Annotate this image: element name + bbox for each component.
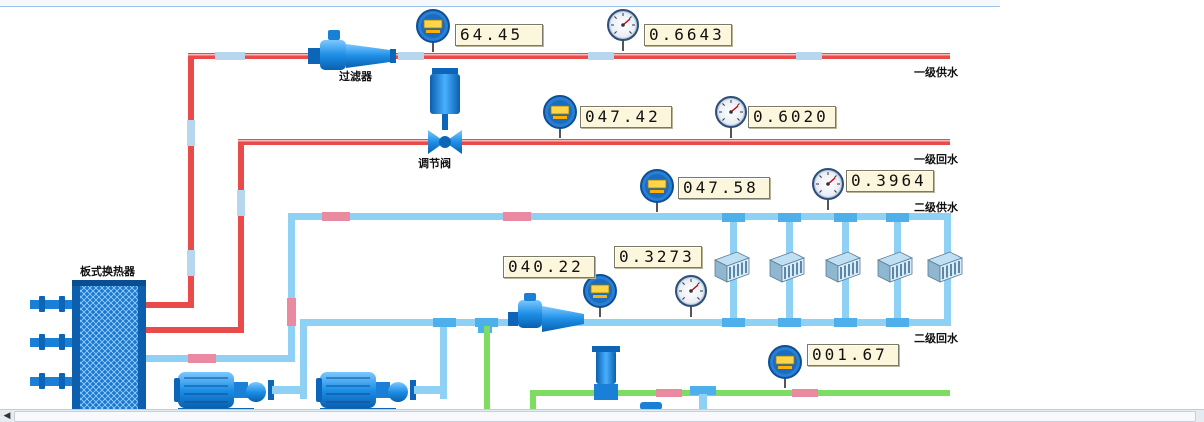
secondary-supply-pressure-readout: 0.3964 bbox=[846, 170, 934, 192]
dial-pressure-gauge-icon[interactable] bbox=[812, 168, 844, 211]
digital-temperature-gauge-icon[interactable] bbox=[416, 9, 450, 53]
dial-pressure-gauge-icon[interactable] bbox=[607, 9, 639, 52]
digital-temperature-gauge-icon[interactable] bbox=[583, 274, 617, 318]
filter-label: 过滤器 bbox=[339, 70, 372, 83]
makeup-flow-readout: 001.67 bbox=[807, 344, 899, 366]
valve-label: 调节阀 bbox=[418, 157, 451, 170]
secondary-return-pressure-readout: 0.3273 bbox=[614, 246, 702, 268]
circulation-pump-1[interactable] bbox=[173, 371, 300, 415]
filter-icon[interactable] bbox=[308, 30, 396, 70]
digital-temperature-gauge-icon[interactable] bbox=[543, 95, 577, 139]
dial-pressure-gauge-icon[interactable] bbox=[675, 275, 707, 318]
dial-pressure-gauge-icon[interactable] bbox=[715, 96, 747, 139]
radiator-unit-icon[interactable] bbox=[714, 251, 963, 283]
secondary-return-pipe bbox=[300, 319, 950, 399]
secondary-return-temp-readout: 040.22 bbox=[503, 256, 595, 278]
secondary-supply-label: 二级供水 bbox=[914, 201, 958, 214]
makeup-pipe bbox=[484, 326, 950, 412]
secondary-supply-temp-readout: 047.58 bbox=[678, 177, 770, 199]
primary-supply-label: 一级供水 bbox=[914, 66, 958, 79]
digital-temperature-gauge-icon[interactable] bbox=[640, 169, 674, 213]
primary-return-pipe bbox=[143, 139, 950, 333]
exchanger-label: 板式换热器 bbox=[80, 265, 135, 278]
plate-heat-exchanger[interactable] bbox=[30, 280, 146, 412]
scrollbar-thumb[interactable] bbox=[14, 411, 1196, 422]
digital-temperature-gauge-icon[interactable] bbox=[768, 345, 802, 389]
horizontal-scrollbar[interactable]: ◀ bbox=[0, 409, 1204, 422]
window-top-border bbox=[0, 0, 1000, 7]
circulation-pump-2[interactable] bbox=[315, 371, 444, 415]
regulating-valve-icon[interactable] bbox=[428, 68, 462, 154]
primary-supply-pressure-readout: 0.6643 bbox=[644, 24, 732, 46]
primary-supply-temp-readout: 64.45 bbox=[455, 24, 543, 46]
primary-return-pressure-readout: 0.6020 bbox=[748, 106, 836, 128]
secondary-return-label: 二级回水 bbox=[914, 332, 958, 345]
scroll-left-arrow-icon[interactable]: ◀ bbox=[3, 411, 11, 421]
primary-supply-pipe bbox=[143, 52, 950, 308]
primary-return-temp-readout: 047.42 bbox=[580, 106, 672, 128]
primary-return-label: 一级回水 bbox=[914, 153, 958, 166]
secondary-filter-icon[interactable] bbox=[508, 293, 584, 332]
secondary-supply-pipe bbox=[143, 212, 950, 363]
makeup-pump[interactable] bbox=[592, 346, 662, 410]
